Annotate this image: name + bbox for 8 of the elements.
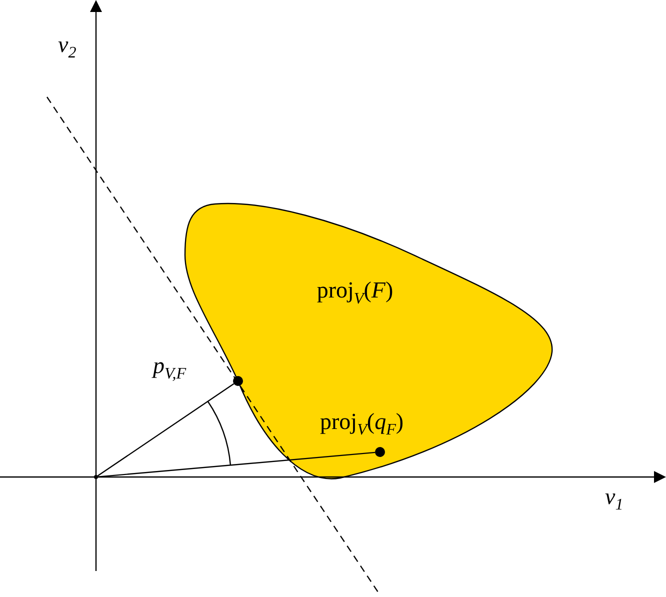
point-label: proj$_{V}$(q$_{F}$) <box>320 410 404 439</box>
point-label: p$_{V,F}$ <box>153 354 186 383</box>
line-segment <box>97 383 234 476</box>
axis-label: v$_{1}$ <box>605 485 624 514</box>
region-label: proj$_{V}$(F) <box>316 278 394 308</box>
line-segment <box>98 452 376 478</box>
axis-label: v$_{2}$ <box>58 33 76 62</box>
origin-point <box>94 475 98 479</box>
